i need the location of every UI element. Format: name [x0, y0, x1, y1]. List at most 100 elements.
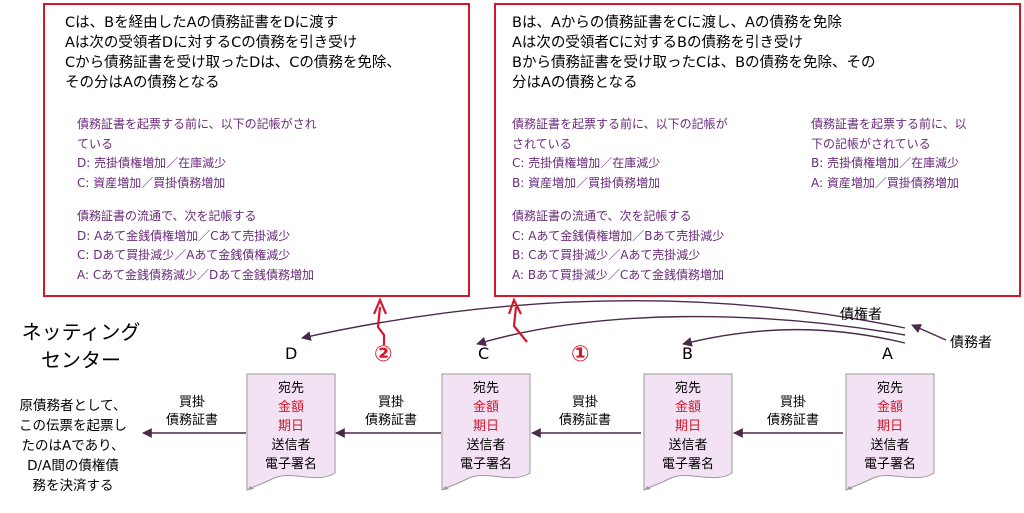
note-line: されている: [512, 136, 572, 151]
flow-label-line: 債務証書: [364, 413, 417, 428]
flow-label-a-to-b: 買掛 債務証書: [748, 394, 838, 430]
red-arrow-step-1: [512, 306, 528, 343]
document-fields: 宛先 金額 期日 送信者 電子署名: [845, 379, 935, 474]
flow-label-c-to-d: 買掛 債務証書: [346, 394, 436, 430]
note-line: D: Aあて金銭債権増加／Cあて売掛減少: [77, 228, 291, 243]
arrow-a-to-b: [682, 328, 906, 347]
creditor-label: 債権者: [840, 307, 882, 323]
party-b-label: B: [682, 344, 693, 363]
field-sender: 送信者: [466, 438, 506, 453]
left-heading-line: Aは次の受領者Dに対するCの債務を引き受け: [65, 35, 358, 51]
note-line: A: Bあて買掛減少／Cあて金銭債務増加: [512, 267, 724, 282]
field-sender: 送信者: [668, 438, 708, 453]
flow-label-line: 債務証書: [766, 413, 819, 428]
left-heading-line: その分はAの債務となる: [65, 75, 220, 91]
field-addressee: 宛先: [472, 381, 499, 396]
note-line: たのはAであり、: [21, 438, 125, 454]
step-1-marker: ①: [571, 342, 590, 367]
note-line: C: 資産増加／買掛債務増加: [77, 175, 226, 190]
flow-label-line: 債務証書: [165, 413, 218, 428]
note-line: B: Cあて買掛減少／Aあて売掛減少: [512, 248, 701, 262]
note-line: 債務証書の流通で、次を記帳する: [512, 209, 692, 223]
debtor-label: 債務者: [950, 335, 992, 351]
field-addressee: 宛先: [876, 381, 903, 396]
left-before-note: 債務証書を起票する前に、以下の記帳がされ ている D: 売掛債権増加／在庫減少 …: [77, 115, 317, 193]
document-shape: [845, 373, 935, 491]
note-line: C: 売掛債権増加／在庫減少: [512, 156, 661, 170]
right-heading-line: Aは次の受領者Cに対するBの債務を引き受け: [512, 35, 803, 51]
flow-label-line: 債務証書: [558, 413, 611, 428]
field-signature: 電子署名: [459, 457, 512, 472]
note-line: 債務証書の流通で、次を記帳する: [77, 209, 257, 223]
right-heading-line: Bは、Aからの債務証書をCに渡し、Aの債務を免除: [512, 15, 842, 31]
field-signature: 電子署名: [264, 457, 317, 472]
original-debtor-note: 原債務者として、 この伝票を起票し たのはAであり、 D/A間の債権債 務を決済…: [6, 396, 140, 496]
debt-document-d: 宛先 金額 期日 送信者 電子署名: [246, 373, 336, 491]
arrow-a-to-d: [301, 299, 906, 341]
right-before-note-c: 債務証書を起票する前に、以下の記帳が されている C: 売掛債権増加／在庫減少 …: [512, 115, 728, 193]
netting-center-label: ネッティング センター: [16, 318, 146, 374]
note-line: 原債務者として、: [19, 398, 127, 414]
document-fields: 宛先 金額 期日 送信者 電子署名: [246, 379, 336, 474]
right-circulation-note: 債務証書の流通で、次を記帳する C: Aあて金銭債権増加／Bあて売掛減少 B: …: [512, 207, 724, 285]
flow-label-b-to-c: 買掛 債務証書: [540, 394, 630, 430]
note-line: C: Aあて金銭債権増加／Bあて売掛減少: [512, 228, 725, 243]
document-shape: [246, 373, 336, 491]
debt-document-a: 宛先 金額 期日 送信者 電子署名: [845, 373, 935, 491]
field-due-date: 期日: [674, 419, 701, 434]
note-line: D: 売掛債権増加／在庫減少: [77, 156, 227, 170]
flow-label-center: 買掛 債務証書: [152, 394, 232, 430]
left-heading: Cは、Bを経由したAの債務証書をDに渡す Aは次の受領者Dに対するCの債務を引き…: [65, 13, 401, 93]
debt-document-b: 宛先 金額 期日 送信者 電子署名: [643, 373, 733, 491]
field-amount: 金額: [277, 400, 304, 415]
red-arrow-step-2-head: [372, 297, 388, 315]
field-due-date: 期日: [277, 419, 304, 434]
red-arrow-step-2: [376, 306, 386, 345]
flow-label-line: 買掛: [377, 395, 404, 410]
field-amount: 金額: [876, 400, 903, 415]
field-due-date: 期日: [472, 419, 499, 434]
right-heading: Bは、Aからの債務証書をCに渡し、Aの債務を免除 Aは次の受領者Cに対するBの債…: [512, 13, 876, 93]
note-line: 債務証書を起票する前に、以下の記帳がされ: [77, 117, 317, 131]
arrow-debtor: [911, 324, 947, 341]
note-line: B: 資産増加／買掛債務増加: [512, 175, 661, 190]
party-c-label: C: [478, 344, 490, 363]
netting-center-line: センター: [41, 348, 121, 372]
field-due-date: 期日: [876, 419, 903, 434]
field-amount: 金額: [472, 400, 499, 415]
field-addressee: 宛先: [674, 381, 701, 396]
debt-document-c: 宛先 金額 期日 送信者 電子署名: [441, 373, 531, 491]
note-line: ている: [77, 136, 114, 151]
flow-label-line: 買掛: [178, 395, 205, 410]
flow-label-line: 買掛: [779, 395, 806, 410]
note-line: A: Cあて金銭債務減少／Dあて金銭債務増加: [77, 267, 314, 282]
note-line: 下の記帳がされている: [811, 136, 931, 151]
note-line: この伝票を起票し: [19, 418, 127, 434]
netting-center-line: ネッティング: [21, 320, 141, 344]
field-signature: 電子署名: [863, 457, 916, 472]
party-a-label: A: [882, 344, 893, 363]
left-explanation-box: Cは、Bを経由したAの債務証書をDに渡す Aは次の受領者Dに対するCの債務を引き…: [43, 3, 470, 297]
red-arrow-step-1-head: [507, 297, 522, 315]
document-shape: [643, 373, 733, 491]
step-2-marker: ②: [374, 342, 393, 367]
document-fields: 宛先 金額 期日 送信者 電子署名: [441, 379, 531, 474]
field-sender: 送信者: [271, 438, 311, 453]
right-heading-line: Bから債務証書を受け取ったCは、Bの債務を免除、その: [512, 55, 876, 71]
left-heading-line: Cから債務証書を受け取ったDは、Cの債務を免除、: [65, 55, 401, 71]
right-heading-line: 分はAの債務となる: [512, 75, 638, 91]
left-heading-line: Cは、Bを経由したAの債務証書をDに渡す: [65, 15, 339, 31]
note-line: B: 売掛債権増加／在庫減少: [811, 156, 960, 170]
note-line: 債務証書を起票する前に、以下の記帳が: [512, 117, 728, 131]
right-explanation-box: Bは、Aからの債務証書をCに渡し、Aの債務を免除 Aは次の受領者Cに対するBの債…: [494, 3, 1021, 297]
field-signature: 電子署名: [661, 457, 714, 472]
document-shape: [441, 373, 531, 491]
note-line: 務を決済する: [32, 478, 114, 494]
right-before-note-b: 債務証書を起票する前に、以 下の記帳がされている B: 売掛債権増加／在庫減少 …: [811, 115, 967, 193]
field-sender: 送信者: [870, 438, 910, 453]
document-fields: 宛先 金額 期日 送信者 電子署名: [643, 379, 733, 474]
flow-label-line: 買掛: [571, 395, 598, 410]
note-line: D/A間の債権債: [27, 458, 119, 474]
field-amount: 金額: [674, 400, 701, 415]
note-line: C: Dあて買掛減少／Aあて金銭債権減少: [77, 248, 291, 262]
